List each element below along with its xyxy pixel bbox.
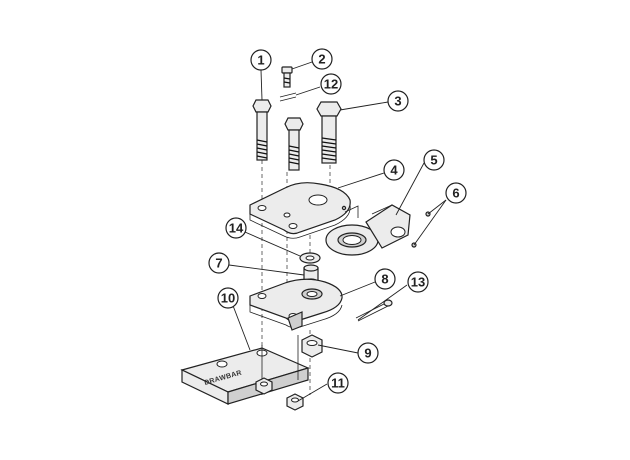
hex-nuts-small <box>255 377 304 411</box>
callout-11-label: 11 <box>331 376 345 391</box>
medium-hex-bolt <box>284 117 304 171</box>
callout-14-label: 14 <box>229 221 244 236</box>
spring-washer <box>279 92 297 102</box>
callout-12: 12 <box>320 73 342 95</box>
callout-6: 6 <box>445 182 467 204</box>
lower-mount-plate <box>249 278 343 331</box>
callout-6-label: 6 <box>452 186 459 201</box>
callout-8: 8 <box>374 268 396 290</box>
callout-5-label: 5 <box>430 153 437 168</box>
swivel-eye-block <box>325 204 411 256</box>
callout-7: 7 <box>208 252 230 274</box>
callout-11: 11 <box>327 372 349 394</box>
callout-5: 5 <box>423 149 445 171</box>
callout-2: 2 <box>311 48 333 70</box>
callout-12-label: 12 <box>324 77 338 92</box>
callout-7-label: 7 <box>215 256 222 271</box>
long-hex-bolt <box>252 99 272 161</box>
callout-1-label: 1 <box>257 53 264 68</box>
callout-4: 4 <box>383 159 405 181</box>
callout-3-label: 3 <box>394 94 401 109</box>
callout-14: 14 <box>225 217 247 239</box>
hex-nut-large <box>301 334 323 358</box>
callout-8-label: 8 <box>381 272 388 287</box>
callout-4-label: 4 <box>390 163 398 178</box>
callout-13-label: 13 <box>411 275 425 290</box>
callout-10-label: 10 <box>221 291 235 306</box>
small-screw <box>281 66 293 88</box>
callout-9-label: 9 <box>364 346 371 361</box>
callout-13: 13 <box>407 271 429 293</box>
upper-mount-plate <box>249 182 351 239</box>
callout-3: 3 <box>387 90 409 112</box>
callout-9: 9 <box>357 342 379 364</box>
drawbar: DRAWBAR <box>180 347 310 405</box>
large-hex-bolt <box>316 101 342 164</box>
leader-lines <box>228 61 447 402</box>
flat-washer <box>299 252 321 264</box>
callout-1: 1 <box>250 49 272 71</box>
callout-10: 10 <box>217 287 239 309</box>
callout-2-label: 2 <box>318 52 325 67</box>
